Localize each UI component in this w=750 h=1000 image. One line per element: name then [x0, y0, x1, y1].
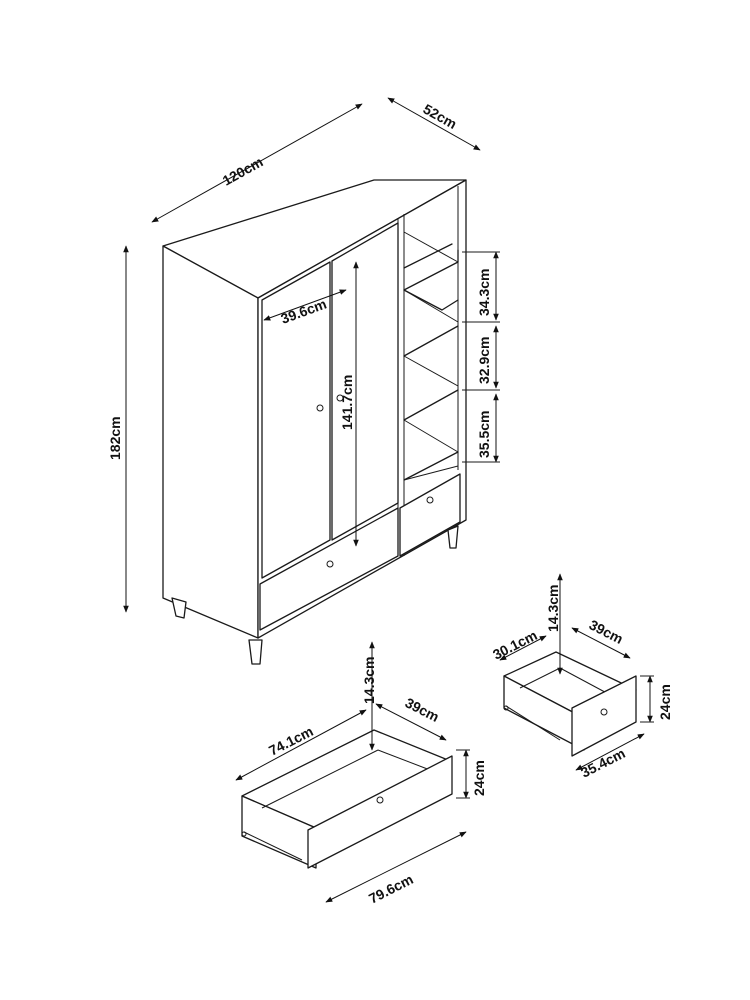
shelf-gap-bottom-label: 35.5cm	[476, 411, 492, 458]
wardrobe-legs	[171, 525, 459, 665]
small-drawer	[503, 651, 637, 757]
overall-width-label: 120cm	[220, 153, 266, 188]
shelf-gap-top-label: 34.3cm	[476, 269, 492, 316]
small-drawer-depth-label: 39cm	[587, 616, 626, 647]
drawer-knob-icon	[326, 560, 334, 568]
small-drawer-inner-width-label: 30.1cm	[490, 627, 540, 663]
large-drawer-inner-width-label: 74.1cm	[266, 723, 316, 759]
small-drawer-front-height-label: 24cm	[657, 684, 673, 720]
door-knob-icon	[316, 404, 324, 412]
small-drawer-front-width-label: 35.4cm	[578, 745, 628, 781]
door-knob-icon	[336, 394, 344, 402]
open-shelves	[403, 231, 459, 481]
shelf-gap-middle-label: 32.9cm	[476, 337, 492, 384]
drawer-knob-icon	[376, 796, 384, 804]
large-drawer-dimensions	[235, 641, 470, 903]
wardrobe-small-drawer	[399, 473, 461, 557]
wardrobe	[162, 179, 467, 665]
wardrobe-dimensions	[123, 97, 500, 613]
drawer-knob-icon	[426, 496, 434, 504]
overall-height-label: 182cm	[107, 416, 123, 460]
left-door	[261, 261, 331, 579]
door-height-label: 141.7cm	[339, 375, 355, 430]
large-drawer-inner-height-label: 14.3cm	[361, 657, 377, 704]
wardrobe-large-drawer	[259, 507, 399, 631]
drawer-knob-icon	[600, 708, 608, 716]
wardrobe-side-face	[162, 245, 259, 639]
large-drawer-front-width-label: 79.6cm	[366, 871, 416, 907]
small-drawer-dimensions	[499, 573, 654, 771]
right-door	[331, 222, 399, 541]
large-drawer-front-height-label: 24cm	[471, 760, 487, 796]
small-drawer-inner-height-label: 14.3cm	[545, 585, 561, 632]
